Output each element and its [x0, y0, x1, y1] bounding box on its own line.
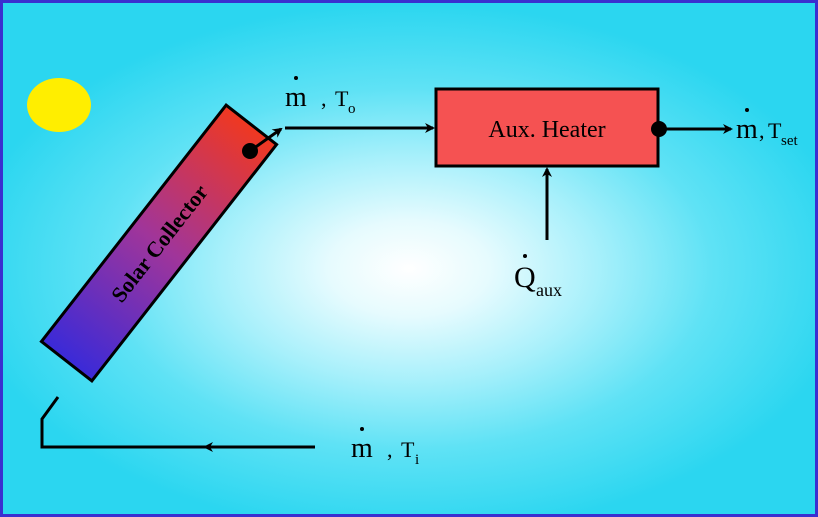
aux-heater-label: Aux. Heater	[488, 117, 605, 143]
exit-mass-flow: m	[736, 114, 758, 145]
aux-heat-dot	[523, 254, 527, 258]
aux-heat-symbol: Q	[514, 261, 536, 294]
inlet-sep: ,	[387, 437, 393, 462]
outlet-flow-label: m , T o	[285, 76, 356, 117]
exit-mass-flow-dot	[745, 108, 749, 112]
solar-collector: Solar Collector	[39, 102, 279, 384]
inlet-mass-flow-dot	[360, 427, 364, 431]
outlet-mass-flow-dot	[294, 76, 298, 80]
exit-flow-label: m , T set	[736, 108, 798, 149]
aux-heat-sub: aux	[536, 280, 562, 300]
inlet-mass-flow: m	[351, 433, 373, 464]
inlet-flow-label: m , T i	[351, 427, 419, 468]
diagram-svg: Solar Collector Aux. Heater m , T o m , …	[27, 76, 798, 468]
outlet-pipe-diagonal	[249, 127, 283, 153]
inlet-pipe-return	[40, 396, 208, 449]
outlet-mass-flow: m	[285, 82, 307, 113]
sun-icon	[27, 78, 91, 132]
inlet-temp: T	[401, 437, 415, 462]
outlet-sep: ,	[321, 86, 327, 111]
inlet-temp-sub: i	[415, 452, 419, 468]
aux-heat-label: Q aux	[514, 254, 562, 300]
exit-temp-sub: set	[781, 133, 798, 149]
outlet-temp: T	[335, 86, 349, 111]
outlet-temp-sub: o	[348, 101, 356, 117]
exit-sep: ,	[759, 118, 765, 143]
exit-temp: T	[768, 118, 782, 143]
